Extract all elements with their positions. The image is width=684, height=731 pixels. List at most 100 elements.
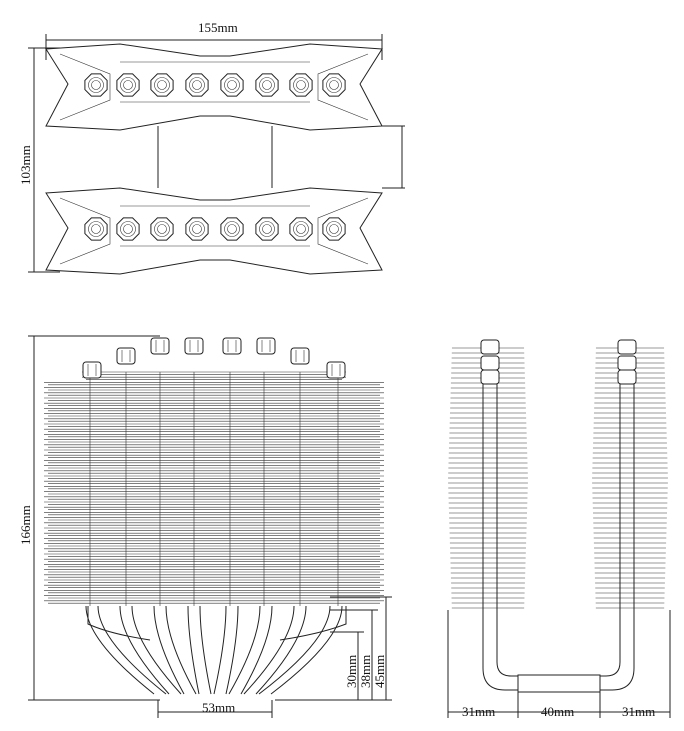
middle-40-label: 40mm bbox=[541, 704, 574, 719]
heatpipe-nut bbox=[150, 73, 174, 97]
heatpipe-ring bbox=[259, 77, 275, 93]
fin-stack-top-lower bbox=[45, 187, 383, 275]
side-heatpipe bbox=[243, 605, 295, 695]
front-fin-stacks bbox=[448, 347, 668, 609]
side-view: 166mm 53mm 30mm 38mm 45mm bbox=[18, 335, 392, 718]
fin-edge-left bbox=[59, 197, 111, 265]
heatpipe-nut bbox=[185, 217, 209, 241]
heatpipe-cap bbox=[256, 337, 276, 355]
heatpipe-cap bbox=[116, 347, 136, 365]
heatpipe-ring bbox=[88, 77, 104, 93]
heatpipe-core bbox=[227, 224, 237, 234]
side-heatpipe bbox=[85, 605, 155, 695]
heatpipe-core bbox=[227, 80, 237, 90]
heatpipe-nut bbox=[289, 217, 313, 241]
top-width-dimension: 155mm bbox=[45, 20, 383, 60]
heatpipe-cap bbox=[184, 337, 204, 355]
heatpipe-ring bbox=[293, 77, 309, 93]
heatpipe-core bbox=[262, 224, 272, 234]
front-view: 31mm 40mm 31mm bbox=[447, 339, 671, 719]
center-bridge bbox=[157, 125, 405, 189]
side-height-label: 166mm bbox=[18, 505, 33, 545]
heatpipe-core bbox=[123, 224, 133, 234]
heatpipe-nut bbox=[220, 73, 244, 97]
base-width-label: 53mm bbox=[202, 700, 235, 715]
heatpipe-cap bbox=[290, 347, 310, 365]
side-heatpipe bbox=[225, 605, 239, 695]
heatpipe-core bbox=[91, 224, 101, 234]
top-height-dimension: 103mm bbox=[18, 47, 60, 273]
heatpipe-nut bbox=[289, 73, 313, 97]
front-heatpipe-cap bbox=[617, 339, 637, 355]
side-heatpipe bbox=[228, 605, 261, 695]
heatpipe-core bbox=[157, 224, 167, 234]
h38-label: 38mm bbox=[358, 655, 373, 688]
heatpipe-core bbox=[329, 80, 339, 90]
heatpipe-nut bbox=[322, 217, 346, 241]
heatpipe-core bbox=[192, 224, 202, 234]
fin-edge-right bbox=[317, 197, 369, 265]
heatpipe-nut bbox=[185, 73, 209, 97]
heatpipe-nut bbox=[116, 217, 140, 241]
heatpipe-nut bbox=[116, 73, 140, 97]
heatpipe-ring bbox=[326, 221, 342, 237]
heatpipe-cap bbox=[82, 361, 102, 379]
heatpipe-core bbox=[91, 80, 101, 90]
side-heatpipe bbox=[97, 605, 167, 695]
heatpipe-ring bbox=[224, 221, 240, 237]
right-31-label: 31mm bbox=[622, 704, 655, 719]
heatpipe-nut bbox=[322, 73, 346, 97]
side-heatpipe bbox=[199, 605, 212, 695]
side-fin-stack bbox=[44, 371, 384, 606]
side-heatpipe bbox=[240, 605, 273, 695]
heatpipe-cap bbox=[326, 361, 346, 379]
side-heatpipe bbox=[255, 605, 307, 695]
front-heatpipe-caps bbox=[480, 339, 637, 385]
heatpipe-ring bbox=[88, 221, 104, 237]
heatpipe-cap bbox=[150, 337, 170, 355]
heatpipe-core bbox=[157, 80, 167, 90]
side-heatpipes bbox=[85, 605, 347, 695]
side-heatpipe bbox=[279, 606, 347, 641]
heatpipe-ring bbox=[189, 221, 205, 237]
side-heatpipe-caps bbox=[82, 337, 346, 379]
front-heatpipe-cap bbox=[617, 355, 637, 371]
top-width-label: 155mm bbox=[198, 20, 238, 35]
heatpipe-nut bbox=[220, 217, 244, 241]
top-height-label: 103mm bbox=[18, 145, 33, 185]
side-heatpipe bbox=[153, 605, 185, 695]
base-height-dimensions: 30mm 38mm 45mm bbox=[275, 596, 392, 701]
front-heatpipe-cap bbox=[480, 369, 500, 385]
heatpipe-nut bbox=[255, 73, 279, 97]
fin-stack-top-upper bbox=[45, 43, 383, 131]
side-heatpipe bbox=[258, 605, 331, 695]
side-heatpipe bbox=[213, 605, 227, 695]
heatpipe-core bbox=[296, 80, 306, 90]
heatpipe-core bbox=[329, 224, 339, 234]
fin-edge-right bbox=[317, 53, 369, 121]
heatpipe-nut bbox=[255, 217, 279, 241]
side-heatpipe bbox=[87, 606, 151, 641]
heatpipe-ring bbox=[120, 77, 136, 93]
side-heatpipe bbox=[131, 605, 182, 695]
heatpipe-nut bbox=[84, 217, 108, 241]
heatpipe-core bbox=[262, 80, 272, 90]
side-heatpipe bbox=[187, 605, 200, 695]
heatpipe-nut bbox=[150, 217, 174, 241]
heatpipe-ring bbox=[293, 221, 309, 237]
heatpipe-ring bbox=[326, 77, 342, 93]
heatpipe-ring bbox=[154, 221, 170, 237]
h45-label: 45mm bbox=[372, 655, 387, 688]
front-width-dimensions: 31mm 40mm 31mm bbox=[447, 610, 671, 719]
fin-outline bbox=[45, 187, 383, 275]
heatpipe-core bbox=[296, 224, 306, 234]
front-heatpipe-cap bbox=[617, 369, 637, 385]
left-31-label: 31mm bbox=[462, 704, 495, 719]
heatpipe-core bbox=[192, 80, 202, 90]
top-view: 155mm 103mm bbox=[18, 20, 405, 275]
heatpipe-cap bbox=[222, 337, 242, 355]
side-heatpipe bbox=[270, 605, 343, 695]
front-heatpipe-cap bbox=[480, 355, 500, 371]
fin-outline bbox=[45, 43, 383, 131]
